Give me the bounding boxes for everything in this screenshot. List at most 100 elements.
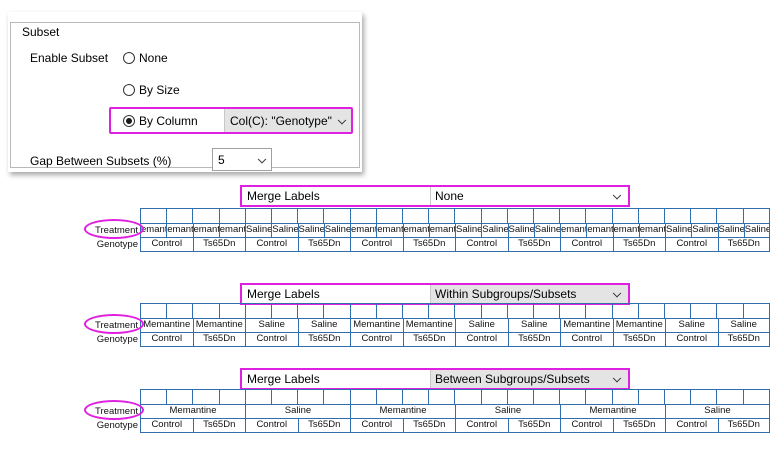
genotype-label: Ts65Dn <box>507 238 561 251</box>
genotype-label: Control <box>455 238 508 251</box>
merge-labels-none-bar[interactable]: Merge Labels None <box>240 185 630 207</box>
treatment-label: Saline <box>665 319 718 332</box>
merge-labels-label: Merge Labels <box>247 372 320 386</box>
genotype-label: Control <box>455 333 508 346</box>
radio-by-column-circle[interactable] <box>123 115 135 127</box>
treatment-label: emant <box>612 224 639 237</box>
merge-labels-select[interactable]: None <box>430 187 628 205</box>
axis-tick <box>428 304 454 318</box>
merge-labels-within-bar[interactable]: Merge Labels Within Subgroups/Subsets <box>240 283 630 305</box>
treatment-label: Saline <box>717 224 744 237</box>
genotype-label: Ts65Dn <box>717 238 770 251</box>
treatment-label: Saline <box>665 405 770 418</box>
subset-column-select[interactable]: Col(C): "Genotype" <box>224 109 351 132</box>
genotype-label: Control <box>140 333 193 346</box>
axis-tick <box>140 390 166 404</box>
axis-tick <box>533 304 559 318</box>
axis-tick <box>690 304 716 318</box>
axis-tick <box>349 304 376 318</box>
subset-dialog: Subset Enable Subset None By Size By Col… <box>8 12 362 172</box>
treatment-label: emant <box>376 224 403 237</box>
merge-labels-between-bar[interactable]: Merge Labels Between Subgroups/Subsets <box>240 368 630 390</box>
genotype-label: Control <box>350 238 403 251</box>
axis-tick <box>742 304 770 318</box>
axis-tick <box>506 304 533 318</box>
treatment-label: Saline <box>481 224 508 237</box>
merge-labels-select[interactable]: Within Subgroups/Subsets <box>430 285 628 303</box>
axis-tick <box>349 390 376 404</box>
axis-tick <box>140 304 166 318</box>
axis-tick <box>244 304 271 318</box>
genotype-label: Ts65Dn <box>297 333 351 346</box>
treatment-label: emant <box>218 224 245 237</box>
treatment-label: Memantine <box>192 319 246 332</box>
genotype-label: Ts65Dn <box>402 238 456 251</box>
axis-tick <box>664 390 690 404</box>
axis-tick <box>637 209 664 223</box>
axis-tick <box>166 209 192 223</box>
axis-tick <box>559 209 585 223</box>
axis-tick <box>349 209 376 223</box>
axis-tick <box>271 209 297 223</box>
axis-tick <box>375 304 402 318</box>
tick-row <box>140 389 770 404</box>
enable-subset-label: Enable Subset <box>30 51 109 65</box>
axis-tick <box>454 209 480 223</box>
chevron-down-icon <box>257 154 267 164</box>
by-column-highlight <box>109 107 353 134</box>
treatment-label: emant <box>638 224 665 237</box>
genotype-label: Ts65Dn <box>612 419 666 432</box>
axis-tick <box>611 304 638 318</box>
gap-select[interactable]: 5 <box>212 148 272 171</box>
radio-by-size-circle[interactable] <box>123 84 135 96</box>
axis-tick <box>192 209 218 223</box>
axis-tick <box>637 390 664 404</box>
treatment-label: Saline <box>245 405 350 418</box>
axis-tick <box>375 209 402 223</box>
treatment-highlight-ring <box>84 314 144 334</box>
radio-none-circle[interactable] <box>123 52 135 64</box>
genotype-label: Ts65Dn <box>192 238 246 251</box>
axis-tick <box>244 209 271 223</box>
treatment-label: Memantine <box>140 405 245 418</box>
genotype-label: Ts65Dn <box>612 333 666 346</box>
axis-tick <box>533 390 559 404</box>
axis-tick <box>533 209 559 223</box>
axis-tick <box>690 390 716 404</box>
genotype-label: Control <box>245 419 298 432</box>
axis-tick <box>454 304 480 318</box>
treatment-label: Memantine <box>350 405 455 418</box>
axis-tick <box>454 390 480 404</box>
treatment-label: Saline <box>717 319 770 332</box>
axis-tick <box>323 390 349 404</box>
genotype-label: Ts65Dn <box>507 419 561 432</box>
treatment-label: Saline <box>507 224 534 237</box>
subset-group: Subset Enable Subset None By Size By Col… <box>10 22 360 171</box>
axis-tick <box>480 304 507 318</box>
axis-tick <box>402 304 428 318</box>
genotype-label: Control <box>140 419 193 432</box>
genotype-label: Ts65Dn <box>717 419 770 432</box>
genotype-label: Ts65Dn <box>402 333 456 346</box>
treatment-label: Memantine <box>560 319 613 332</box>
genotype-label: Control <box>455 419 508 432</box>
treatment-label: Saline <box>271 224 298 237</box>
merge-labels-value: Within Subgroups/Subsets <box>435 287 577 301</box>
treatment-label: Saline <box>455 405 560 418</box>
treatment-label: emant <box>140 224 167 237</box>
treatment-label: emant <box>560 224 587 237</box>
treatment-label: emant <box>192 224 219 237</box>
axis-tick <box>585 209 611 223</box>
genotype-label: Ts65Dn <box>507 333 561 346</box>
genotype-axis-label: Genotype <box>96 334 138 345</box>
treatment-label: Saline <box>297 319 351 332</box>
genotype-label: Control <box>665 333 718 346</box>
genotype-label: Control <box>560 419 613 432</box>
merge-labels-label: Merge Labels <box>247 189 320 203</box>
genotype-label: Control <box>665 238 718 251</box>
merge-labels-select[interactable]: Between Subgroups/Subsets <box>430 370 628 388</box>
